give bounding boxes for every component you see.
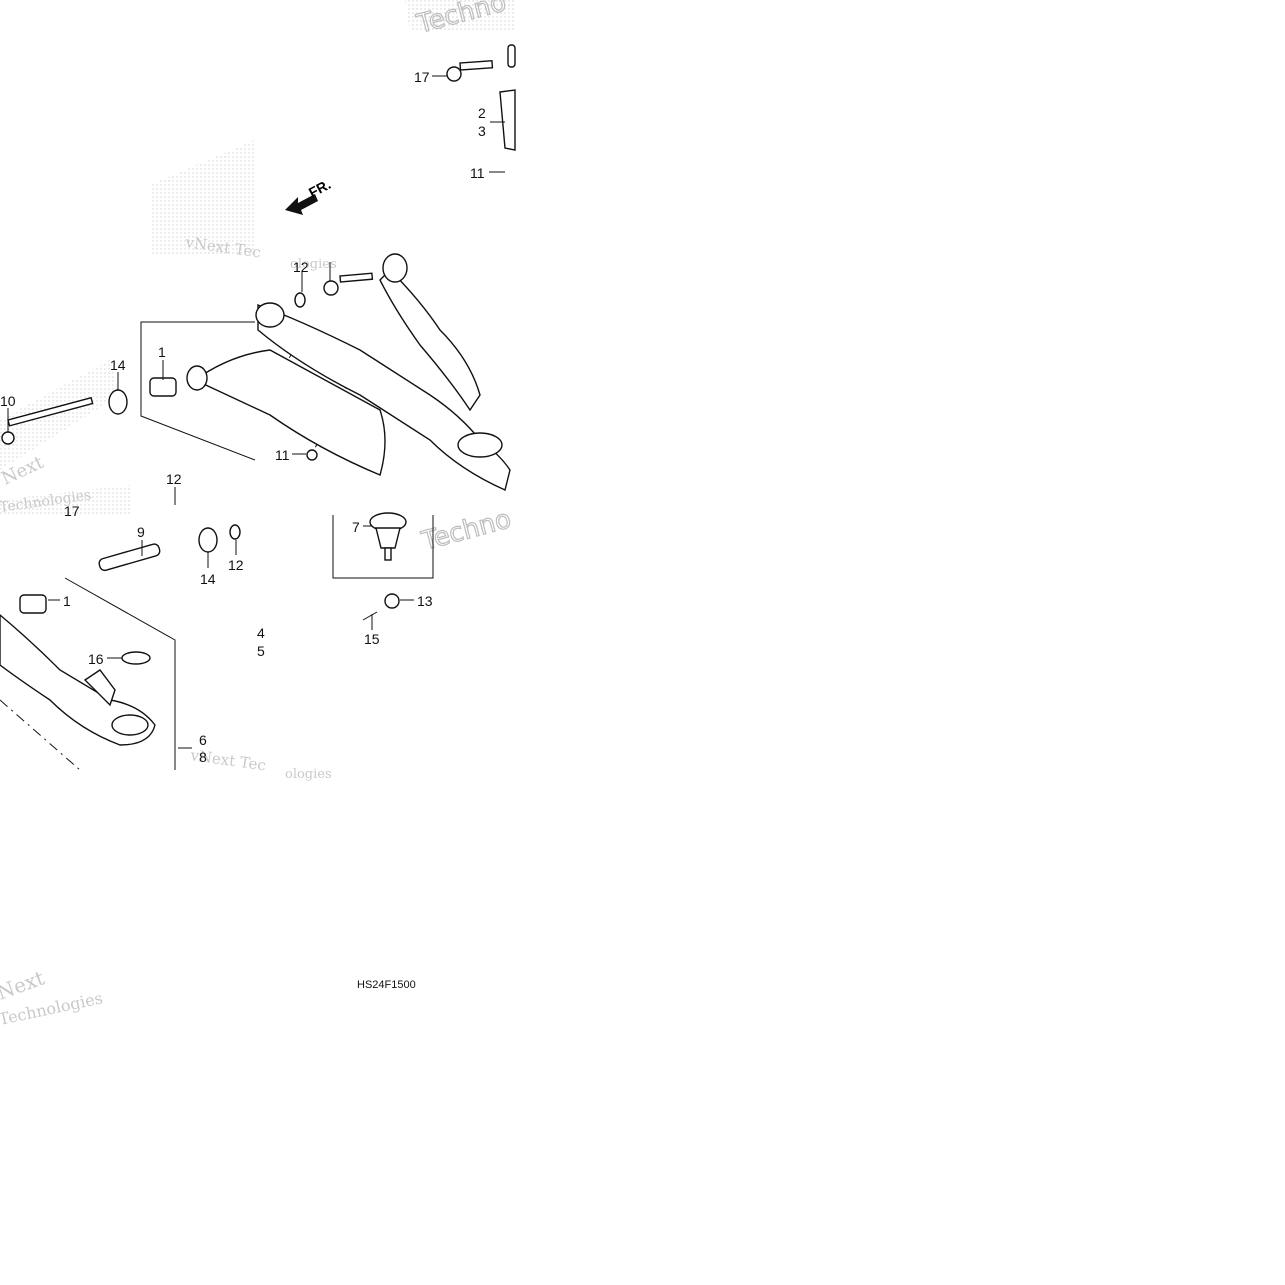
callout-7: 7 xyxy=(352,519,360,535)
callout-11: 11 xyxy=(470,165,485,181)
callout-14: 14 xyxy=(110,357,126,373)
callout-11: 11 xyxy=(275,447,290,463)
callout-9: 9 xyxy=(137,524,145,540)
upper-arm xyxy=(255,253,511,491)
callout-17: 17 xyxy=(64,503,80,519)
callout-10: 10 xyxy=(0,393,16,409)
lower-arm-plate xyxy=(186,349,386,476)
callout-12: 12 xyxy=(228,557,244,573)
callout-4: 4 xyxy=(257,625,265,641)
callout-1: 1 xyxy=(158,344,166,360)
lower-arm xyxy=(0,614,156,746)
callout-17: 17 xyxy=(414,69,430,85)
svg-text:ologies: ologies xyxy=(285,767,332,782)
watermark-dots xyxy=(0,0,515,515)
callout-6: 6 xyxy=(199,732,207,748)
callout-14: 14 xyxy=(200,571,216,587)
diagram-code: HS24F1500 xyxy=(357,979,416,991)
callout-12: 12 xyxy=(293,259,309,275)
callout-2: 2 xyxy=(478,105,486,121)
callout-12: 12 xyxy=(166,471,182,487)
callout-1: 1 xyxy=(63,593,71,609)
leader-lines xyxy=(7,75,505,749)
fasteners xyxy=(1,44,516,665)
svg-text:ologies: ologies xyxy=(290,257,337,272)
svg-text:Next: Next xyxy=(0,966,47,1005)
callout-16: 16 xyxy=(88,651,104,667)
front-direction-arrow: FR. xyxy=(285,176,333,215)
callout-8: 8 xyxy=(199,749,207,765)
callout-15: 15 xyxy=(364,631,380,647)
callout-3: 3 xyxy=(478,123,486,139)
callout-13: 13 xyxy=(417,593,433,609)
ball-joint xyxy=(369,512,407,561)
callout-5: 5 xyxy=(257,643,265,659)
callout-numbers: 17 2 3 11 12 1 14 10 11 12 17 9 14 12 7 … xyxy=(0,69,486,765)
